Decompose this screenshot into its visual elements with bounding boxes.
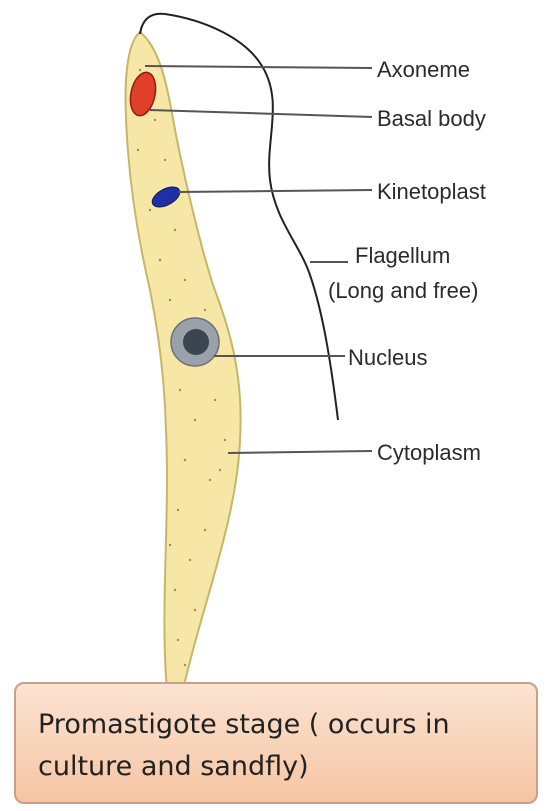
- axoneme-leader: [145, 66, 372, 68]
- caption-box: Promastigote stage ( occurs in culture a…: [14, 682, 538, 804]
- label-kinetoplast: Kinetoplast: [377, 179, 486, 204]
- cytoplasm-leader: [228, 451, 372, 453]
- basal-body-leader: [150, 110, 372, 117]
- caption-line-1: Promastigote stage ( occurs in: [38, 704, 514, 746]
- label-flagellum-detail: (Long and free): [328, 278, 478, 303]
- label-axoneme: Axoneme: [377, 57, 470, 82]
- label-cytoplasm: Cytoplasm: [377, 440, 481, 465]
- label-basal-body: Basal body: [377, 106, 486, 131]
- kinetoplast-leader: [178, 190, 372, 192]
- label-flagellum: Flagellum: [355, 243, 450, 268]
- caption-line-2: culture and sandfly): [38, 746, 514, 788]
- label-nucleus: Nucleus: [348, 345, 427, 370]
- nucleus-inner: [183, 329, 209, 355]
